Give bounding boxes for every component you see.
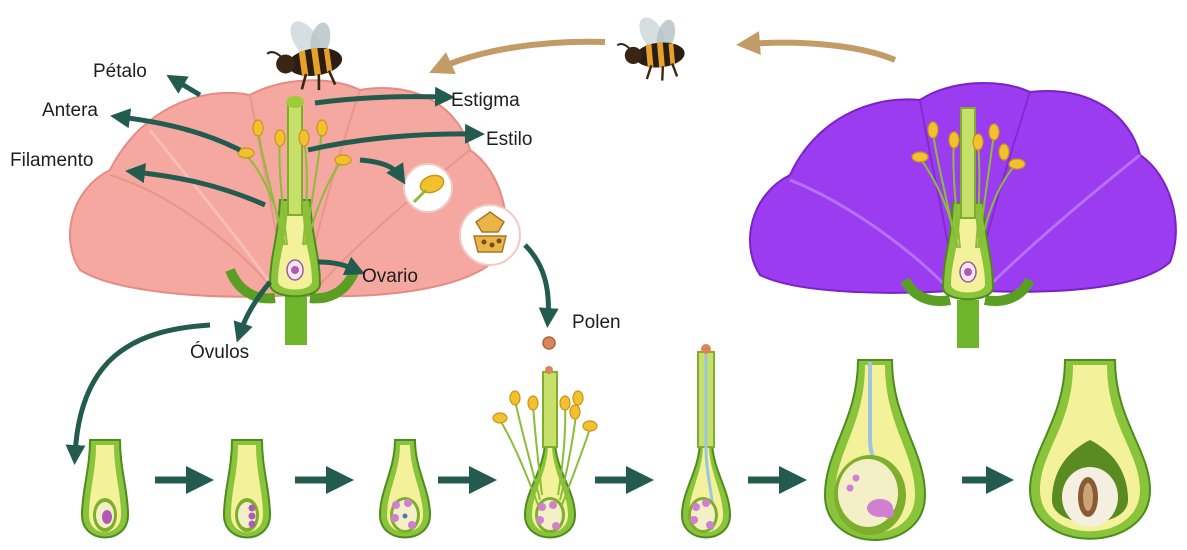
- bee-flight-arrow-left: [440, 42, 605, 68]
- stage-6-fertilization: [825, 360, 925, 540]
- stage-3-ovary: [380, 440, 430, 538]
- stage-4-pollinated-pistil: [493, 366, 597, 538]
- purple-flower: [750, 83, 1176, 348]
- label-pollen: Polen: [572, 313, 621, 332]
- anther-closeup-icon: [404, 164, 452, 212]
- stage-7-seed: [1030, 360, 1150, 539]
- bee-flight-arrow-right: [748, 43, 895, 60]
- anther-open-closeup-icon: [460, 205, 520, 265]
- bee-icon: [615, 10, 687, 84]
- label-ovary: Ovario: [362, 267, 418, 286]
- label-style: Estilo: [486, 130, 532, 149]
- stage-2-ovary: [224, 440, 270, 538]
- stage-5-pollen-tube: [682, 344, 730, 538]
- label-filament: Filamento: [10, 151, 93, 170]
- stage-1-ovary: [82, 440, 128, 538]
- pollen-grain-icon: [543, 337, 555, 349]
- label-ovules: Óvulos: [190, 343, 249, 362]
- label-petal: Pétalo: [93, 62, 147, 81]
- bee-icon: [263, 12, 346, 97]
- label-anther: Antera: [42, 101, 98, 120]
- label-stigma: Estigma: [451, 91, 520, 110]
